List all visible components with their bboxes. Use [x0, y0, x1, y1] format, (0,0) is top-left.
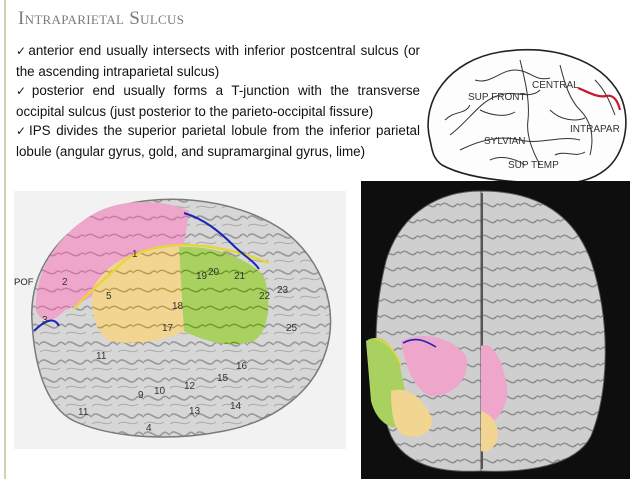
- svg-text:20: 20: [208, 267, 220, 278]
- svg-text:19: 19: [196, 271, 208, 282]
- svg-text:12: 12: [184, 381, 196, 392]
- svg-text:CENTRAL: CENTRAL: [532, 80, 579, 91]
- svg-text:SUP FRONT: SUP FRONT: [468, 92, 526, 103]
- bullet-text: posterior end usually forms a T-junction…: [16, 83, 420, 119]
- svg-text:21: 21: [234, 271, 246, 282]
- lateral-brain-image: 1 2 3 5 19 20 21 22 23 25 18 17 11 16 15…: [14, 191, 346, 449]
- bullet-text: anterior end usually intersects with inf…: [16, 43, 420, 79]
- svg-text:18: 18: [172, 301, 184, 312]
- svg-text:SUP TEMP: SUP TEMP: [508, 160, 559, 171]
- svg-text:22: 22: [259, 291, 271, 302]
- svg-text:5: 5: [106, 291, 112, 302]
- svg-text:10: 10: [154, 386, 166, 397]
- dorsal-brain-image-left: [361, 181, 481, 479]
- svg-text:13: 13: [189, 406, 201, 417]
- checkmark-icon: ✓: [16, 124, 28, 139]
- svg-text:15: 15: [217, 373, 229, 384]
- svg-text:25: 25: [286, 323, 298, 334]
- checkmark-icon: ✓: [16, 44, 28, 58]
- dorsal-brain-image-right: [481, 181, 630, 479]
- brain-outline-drawing: SUP FRONT CENTRAL INTRAPAR SYLVIAN SUP T…: [420, 40, 630, 192]
- svg-text:16: 16: [236, 361, 248, 372]
- svg-text:4: 4: [146, 423, 152, 434]
- svg-text:2: 2: [62, 277, 68, 288]
- svg-text:SYLVIAN: SYLVIAN: [484, 136, 526, 147]
- svg-text:1: 1: [132, 249, 138, 260]
- left-rule: [4, 0, 6, 479]
- svg-text:3: 3: [42, 315, 48, 326]
- svg-text:14: 14: [230, 401, 242, 412]
- bullet-list: ✓anterior end usually intersects with in…: [16, 41, 420, 162]
- svg-text:11: 11: [96, 351, 107, 362]
- bullet-text: IPS divides the superior parietal lobule…: [16, 123, 420, 159]
- pof-label: POF: [14, 277, 34, 288]
- svg-text:INTRAPAR: INTRAPAR: [570, 124, 620, 135]
- checkmark-icon: ✓: [16, 84, 31, 99]
- bullet-item: ✓posterior end usually forms a T-junctio…: [16, 81, 420, 121]
- bullet-item: ✓anterior end usually intersects with in…: [16, 41, 420, 81]
- bullet-item: ✓IPS divides the superior parietal lobul…: [16, 121, 420, 161]
- svg-text:11: 11: [78, 407, 89, 418]
- slide-title: Intraparietal Sulcus: [18, 8, 185, 29]
- svg-text:17: 17: [162, 323, 174, 334]
- svg-text:23: 23: [277, 285, 289, 296]
- svg-text:9: 9: [138, 390, 144, 401]
